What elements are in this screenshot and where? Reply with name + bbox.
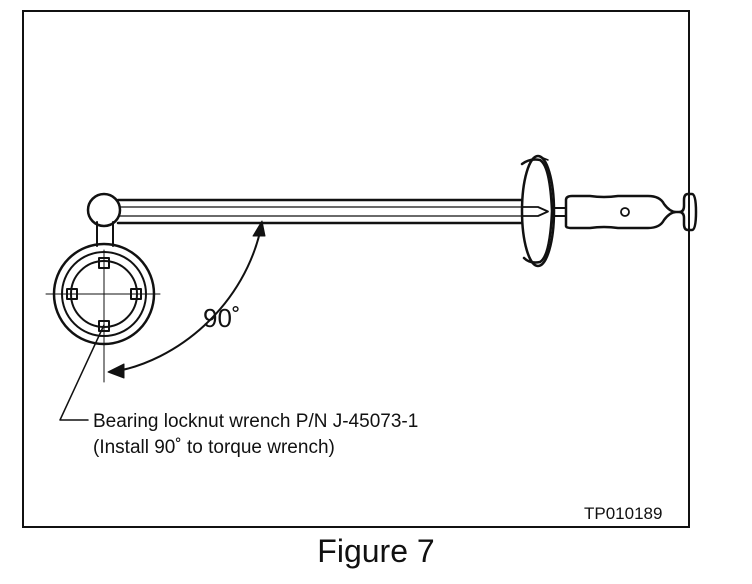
reference-code: TP010189 — [584, 504, 663, 523]
figure-frame — [22, 10, 690, 528]
figure-caption: Figure 7 — [317, 533, 435, 569]
wrench-handle — [551, 192, 698, 232]
angle-indicator — [107, 220, 266, 379]
handle-hole — [620, 207, 630, 217]
center-lines — [45, 249, 161, 383]
callout-leader-line — [59, 324, 105, 421]
pointer-needle — [521, 206, 549, 217]
angle-label: 90˚ — [203, 303, 241, 333]
angle-arrowhead-top — [252, 220, 266, 237]
callout-text-line2: (Install 90˚ to torque wrench) — [93, 437, 335, 458]
angle-arrowhead-left — [107, 363, 125, 379]
torque-wrench-beam — [116, 198, 524, 225]
torque-dial — [520, 154, 556, 268]
wrench-neck — [96, 221, 114, 247]
callout-text-line1: Bearing locknut wrench P/N J-45073-1 — [93, 411, 419, 432]
ball-joint — [86, 192, 122, 228]
